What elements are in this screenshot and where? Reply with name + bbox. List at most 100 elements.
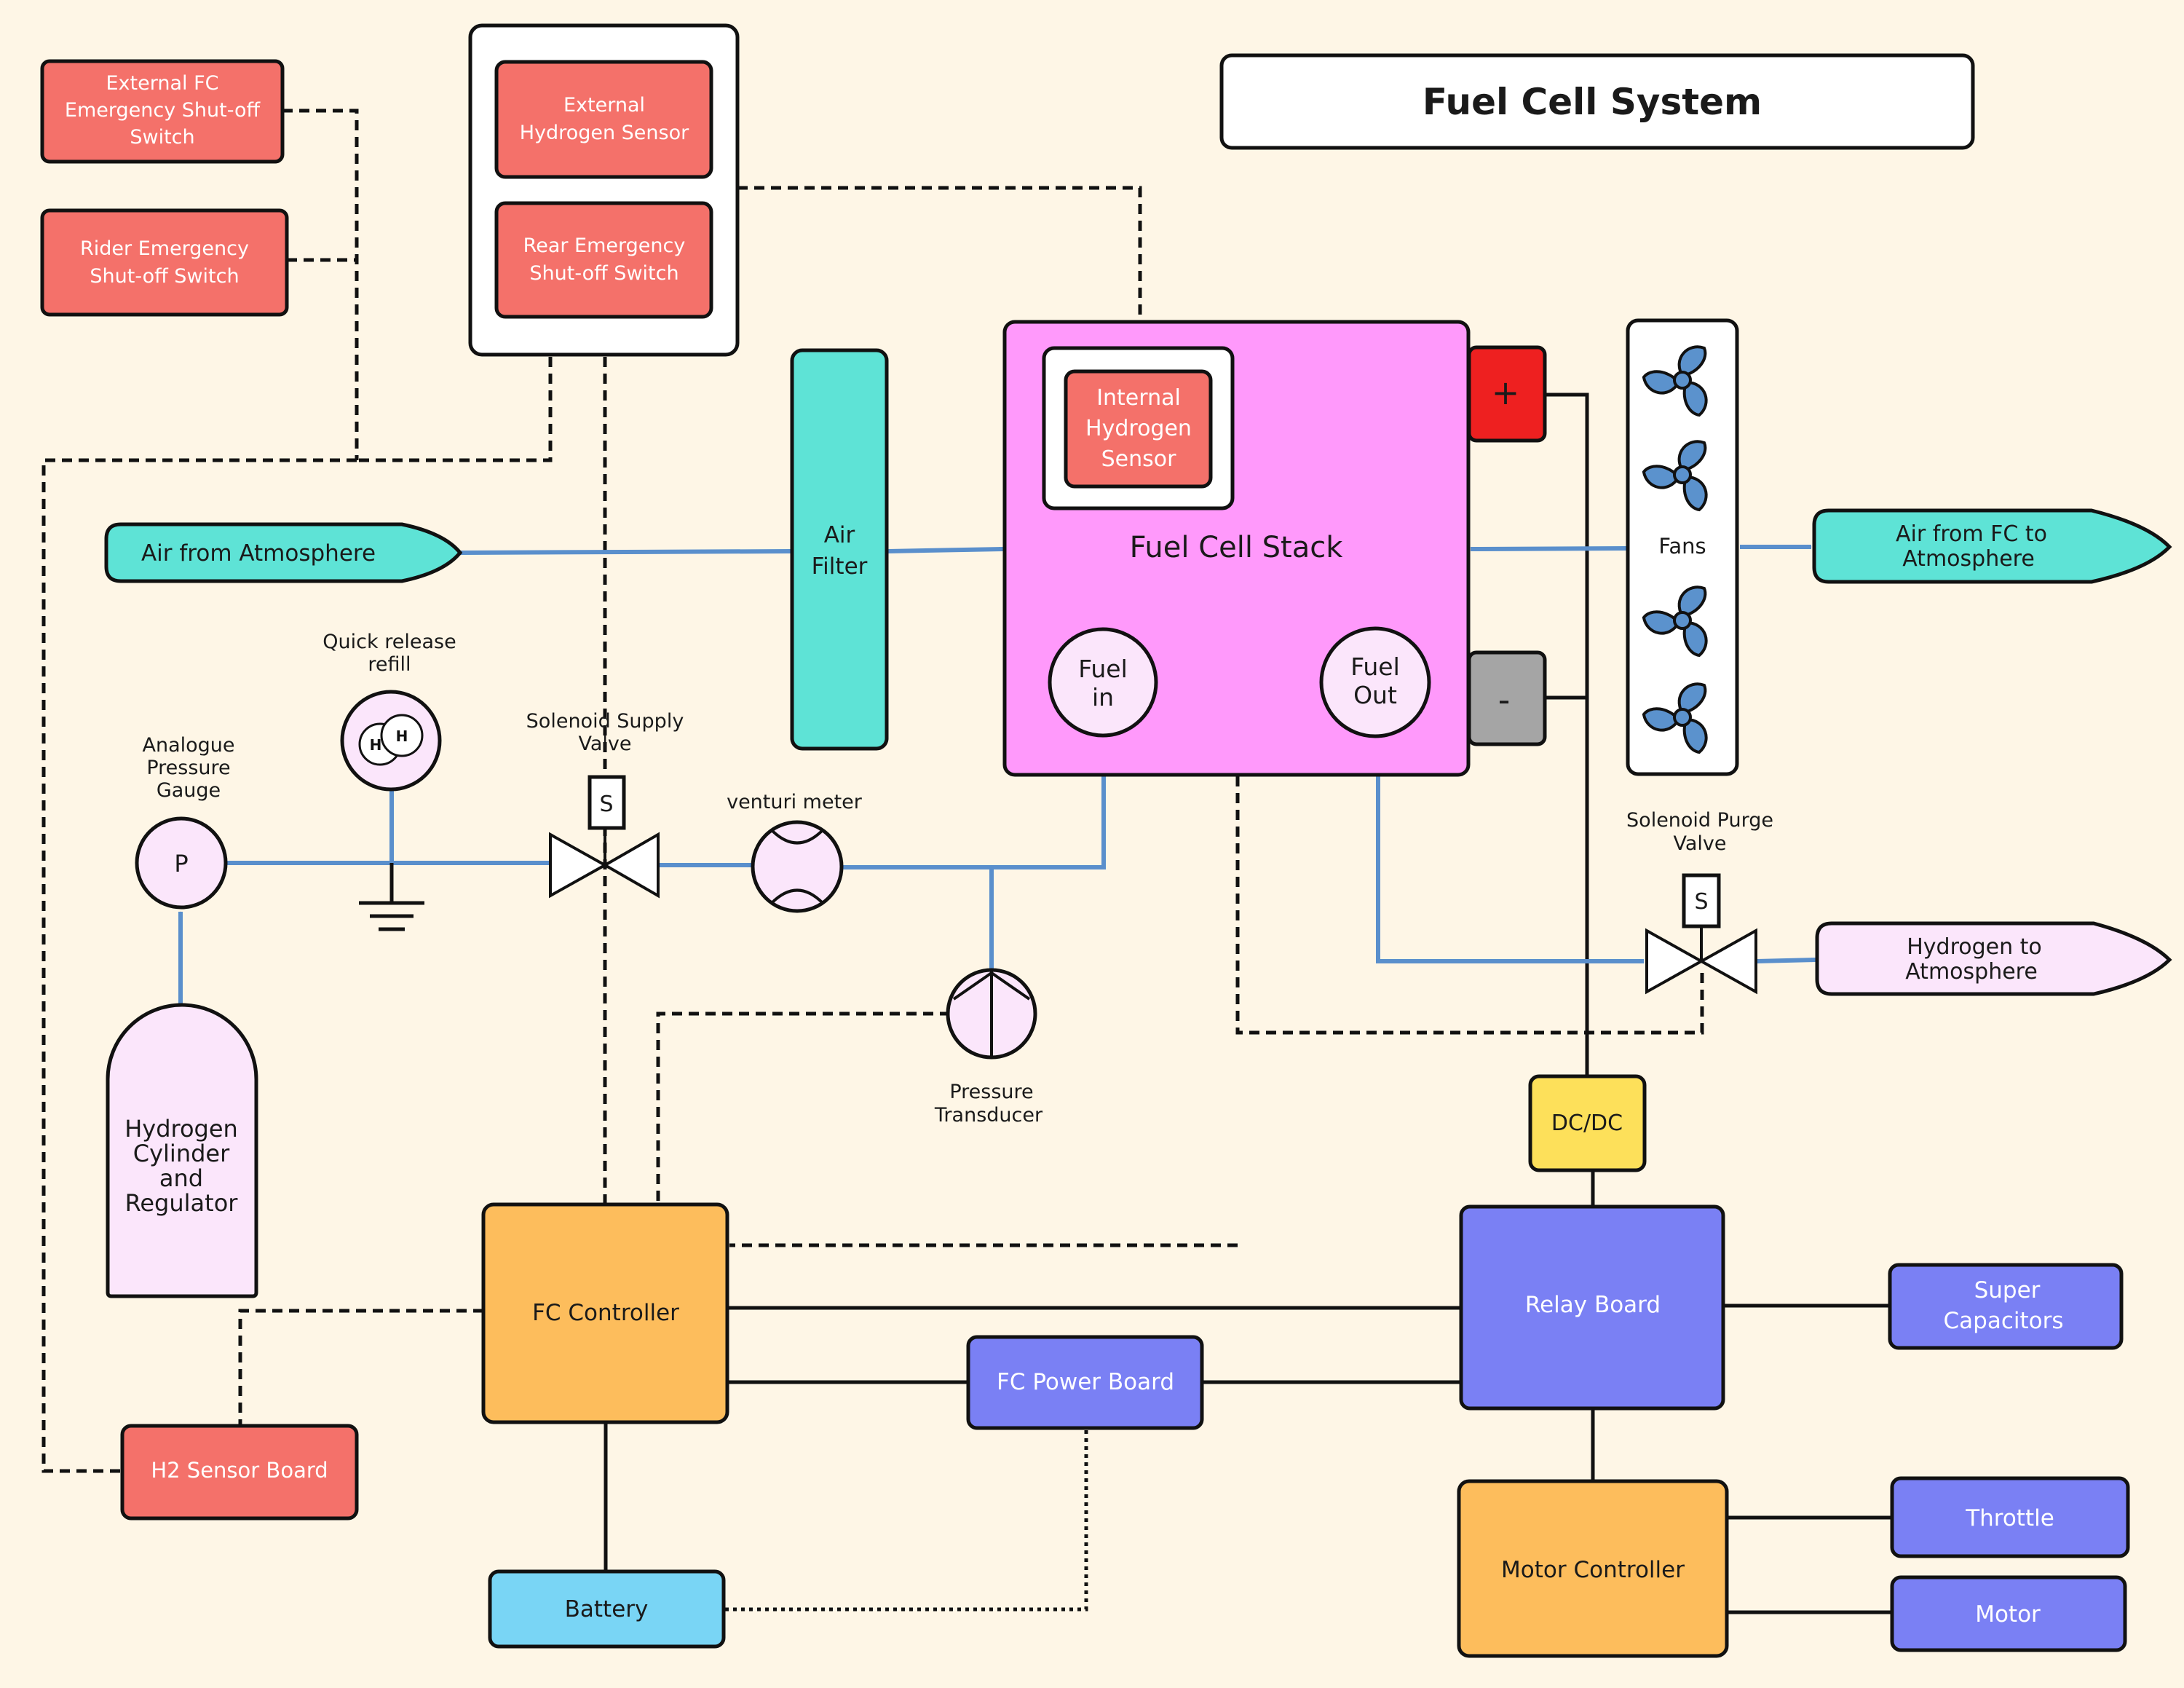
flow-stack-to-fans (1470, 545, 1627, 551)
signal-line-ext-sensor-to-internal (737, 186, 1142, 359)
throttle[interactable]: Throttle (1890, 1476, 2130, 1558)
supercap-label-line: Super (1974, 1277, 2041, 1304)
sensor-label-line: External (563, 94, 645, 117)
purge-valve-label-line: Solenoid Purge (1626, 809, 1773, 832)
supply-valve-label-line: Solenoid Supply (526, 710, 684, 733)
air-inlet-label: Air from Atmosphere (141, 540, 376, 567)
gauge-label-line: Gauge (157, 779, 221, 802)
svg-text:Switch: Switch (130, 126, 194, 149)
refill-label-line: refill (368, 653, 411, 676)
h2-sensor-board[interactable]: H2 Sensor Board (120, 1424, 359, 1521)
ground-symbol (359, 863, 424, 931)
switch-label-line: Switch (130, 126, 194, 149)
sensor-label-line: Internal (1096, 385, 1181, 411)
cylinder-label-line: and (159, 1164, 203, 1192)
pressure-transducer: Pressure Transducer (934, 968, 1043, 1127)
sensor-label-line: Sensor (1101, 446, 1176, 472)
dcdc-converter[interactable]: DC/DC (1528, 1074, 1647, 1172)
motor[interactable]: Motor (1890, 1575, 2127, 1652)
switch-label-line: External FC (106, 72, 219, 95)
rear-shutoff-switch[interactable]: Rear Emergency Shut-off Switch (494, 201, 713, 319)
fans-unit[interactable]: Fans (1626, 318, 1739, 776)
valve-glyph: S (1694, 889, 1708, 915)
fc-controller[interactable]: FC Controller (481, 1202, 729, 1424)
venturi-meter: venturi meter (727, 791, 863, 913)
svg-text:Emergency Shut-off: Emergency Shut-off (65, 99, 261, 122)
hydrogen-atom-glyph: H (370, 736, 382, 754)
signal-line-purge-valve (729, 776, 1704, 1247)
internal-hydrogen-sensor[interactable]: Internal Hydrogen Sensor (1064, 369, 1213, 489)
hydrogen-molecule-icon: H H (358, 714, 424, 766)
wire-positive-bus (1545, 393, 1589, 1076)
refill-label-line: Quick release (323, 631, 456, 653)
fc-power-board-label: FC Power Board (997, 1369, 1174, 1395)
solenoid-purge-valve[interactable]: Solenoid Purge Valve S (1626, 809, 1773, 995)
relay-board-label: Relay Board (1525, 1292, 1661, 1318)
flow-filter-to-stack (887, 547, 1004, 553)
switch-label-line: Rear Emergency (523, 234, 686, 257)
valve-glyph: S (599, 792, 613, 817)
transducer-label-line: Transducer (934, 1104, 1043, 1127)
flow-fuel-out-to-purge (1376, 733, 1645, 964)
fc-controller-label: FC Controller (532, 1300, 679, 1326)
flow-venturi-to-fuel-in (842, 736, 1107, 869)
fc-power-board[interactable]: FC Power Board (966, 1335, 1204, 1430)
motor-controller-label: Motor Controller (1501, 1557, 1685, 1583)
purge-valve-label-line: Valve (1673, 832, 1726, 855)
gauge-label-line: Pressure (146, 757, 230, 779)
signal-line-box-to-bus (357, 357, 553, 462)
negative-terminal-symbol: - (1498, 680, 1511, 719)
quick-release-refill[interactable]: Quick release refill H H (323, 631, 456, 792)
fans-label: Fans (1658, 534, 1706, 559)
h2-sensor-board-label: H2 Sensor Board (151, 1458, 328, 1483)
gauge-label-line: Analogue (142, 734, 234, 757)
signal-line-transducer (656, 1011, 950, 1204)
h2-outlet-label-line: Atmosphere (1905, 959, 2038, 985)
signal-line-h2-sensor-board (238, 1309, 483, 1427)
positive-terminal-symbol: + (1492, 373, 1520, 412)
title-box: Fuel Cell System (1219, 53, 1975, 150)
cylinder-label-line: Hydrogen (124, 1115, 238, 1143)
supercap-label-line: Capacitors (1944, 1308, 2064, 1334)
fuel-in-label-line: Fuel (1078, 655, 1128, 683)
negative-terminal: - (1467, 650, 1547, 746)
cylinder-label-line: Cylinder (133, 1140, 230, 1167)
hydrogen-to-atmosphere: Hydrogen to Atmosphere (1815, 921, 2172, 996)
rider-shutoff-switch[interactable]: Rider Emergency Shut-off Switch (40, 208, 289, 317)
sensor-label-line: Hydrogen Sensor (520, 122, 689, 144)
wire-mc-throttle-motor (1727, 1515, 1892, 1614)
page-title: Fuel Cell System (1423, 81, 1762, 123)
fuel-out-label-line: Fuel (1350, 652, 1400, 681)
switch-label-line: Shut-off Switch (529, 262, 678, 285)
switch-label-line: Shut-off Switch (90, 265, 239, 288)
external-fc-shutoff-switch[interactable]: External FC Emergency Shut-off Switch (40, 59, 285, 164)
h2-outlet-label-line: Hydrogen to (1907, 934, 2042, 960)
dcdc-label: DC/DC (1551, 1111, 1623, 1136)
venturi-label: venturi meter (727, 791, 863, 813)
battery[interactable]: Battery (488, 1569, 726, 1649)
cylinder-label-line: Regulator (125, 1189, 239, 1217)
motor-label: Motor (1975, 1601, 2041, 1628)
gauge-glyph: P (174, 850, 188, 877)
air-from-atmosphere: Air from Atmosphere (104, 522, 463, 583)
external-hydrogen-sensor[interactable]: External Hydrogen Sensor (494, 60, 713, 179)
flow-air-to-filter (459, 548, 793, 555)
fuel-out-port: Fuel Out (1319, 626, 1431, 738)
relay-board[interactable]: Relay Board (1459, 1204, 1725, 1411)
battery-label: Battery (565, 1596, 649, 1622)
fuel-in-label-line: in (1092, 683, 1114, 711)
sensor-label-line: Hydrogen (1085, 416, 1192, 441)
hydrogen-cylinder[interactable]: Hydrogen Cylinder and Regulator (106, 1003, 258, 1298)
hydrogen-atom-glyph: H (396, 727, 408, 745)
stack-label: Fuel Cell Stack (1130, 531, 1344, 564)
air-filter[interactable]: Air Filter (790, 348, 889, 751)
air-outlet-label-line: Air from FC to (1896, 521, 2047, 547)
air-filter-label-line: Air (824, 522, 855, 548)
motor-controller[interactable]: Motor Controller (1457, 1479, 1729, 1658)
analogue-pressure-gauge: Analogue Pressure Gauge P (135, 734, 235, 910)
transducer-label-line: Pressure (949, 1081, 1033, 1103)
super-capacitors[interactable]: Super Capacitors (1888, 1263, 2124, 1350)
switch-label-line: Emergency Shut-off (65, 99, 261, 122)
solenoid-supply-valve[interactable]: Solenoid Supply Valve S (526, 710, 684, 899)
